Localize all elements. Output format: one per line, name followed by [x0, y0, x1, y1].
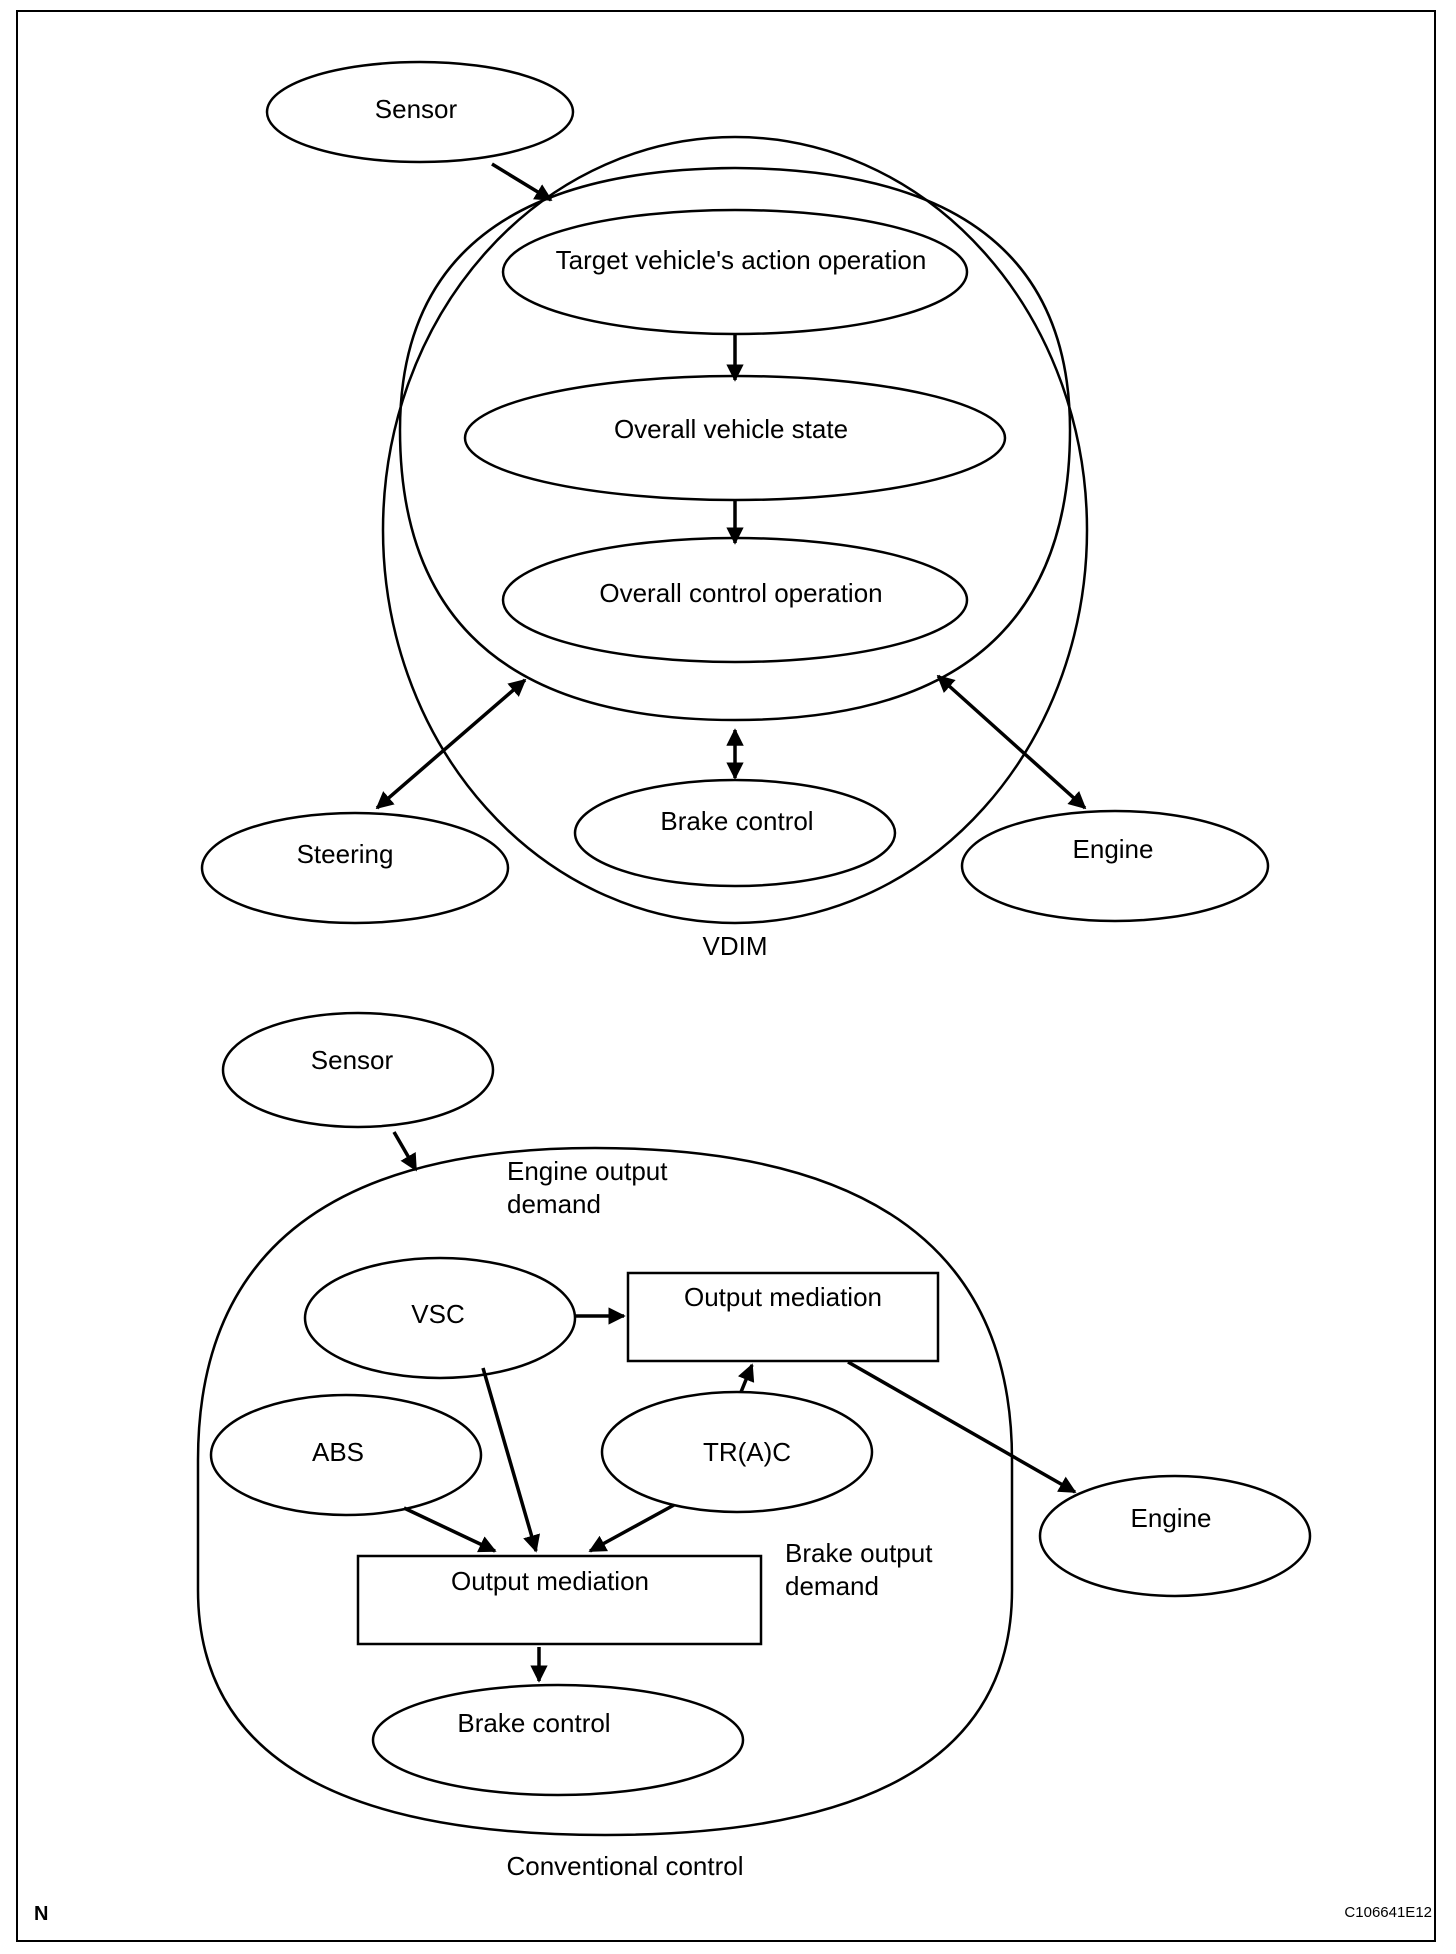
conv-abs-label: ABS: [312, 1437, 364, 1467]
vdim-sensor-label: Sensor: [375, 94, 458, 124]
conv-engine-node: [1038, 1474, 1312, 1598]
conv-vsc-node: [303, 1256, 577, 1380]
vdim-arrow-engine-bidirectional: [936, 674, 1087, 810]
conv-trac-label: TR(A)C: [703, 1437, 791, 1467]
conventional-boundary: [196, 1146, 1014, 1837]
vdim-arrow-steering-bidirectional: [375, 678, 527, 810]
output-mediation-brake-label: Output mediation: [451, 1566, 649, 1596]
vdim-arrow-sensor-in: [491, 162, 553, 202]
vdim-brake-control-node: [573, 778, 897, 888]
conv-arrow-trac-to-brake-mediation: [588, 1503, 675, 1553]
brake-output-demand-line2: demand: [785, 1571, 879, 1601]
conv-sensor-label: Sensor: [311, 1045, 394, 1075]
conv-arrow-trac-to-mediation: [737, 1363, 755, 1393]
output-mediation-engine-label: Output mediation: [684, 1282, 882, 1312]
conventional-section: Sensor Engine output demand VSC Output m…: [196, 1011, 1312, 1881]
figure-code: C106641E12: [1344, 1904, 1432, 1921]
vdim-steering-node: [200, 811, 510, 925]
vdim-overall-state-label: Overall vehicle state: [614, 414, 848, 444]
corner-mark: N: [34, 1903, 48, 1925]
conv-arrow-vsc-to-brake-mediation: [481, 1367, 541, 1553]
vdim-engine-label: Engine: [1073, 834, 1154, 864]
vdim-engine-node: [960, 809, 1270, 923]
vdim-target-action-label: Target vehicle's action operation: [556, 245, 927, 275]
vdim-section: Sensor Target vehicle's action operation…: [200, 60, 1270, 961]
conv-sensor-node: [221, 1011, 495, 1129]
brake-output-demand-line1: Brake output: [785, 1538, 933, 1568]
conv-engine-label: Engine: [1131, 1503, 1212, 1533]
output-mediation-engine-box: [626, 1271, 940, 1363]
conv-brake-control-label: Brake control: [457, 1708, 610, 1738]
vdim-outer-ellipse: [381, 135, 1089, 925]
conv-arrow-abs-to-brake-mediation: [403, 1506, 497, 1553]
vdim-caption: VDIM: [703, 931, 768, 961]
conv-brake-control-node: [371, 1683, 745, 1797]
output-mediation-brake-box: [356, 1554, 763, 1646]
vdim-sensor-node: [265, 60, 575, 164]
conv-arrow-sensor-in: [392, 1131, 418, 1172]
vdim-overall-control-label: Overall control operation: [599, 578, 882, 608]
conv-abs-node: [209, 1393, 483, 1517]
conv-trac-node: [600, 1390, 874, 1514]
conventional-caption: Conventional control: [506, 1851, 743, 1881]
conv-vsc-label: VSC: [411, 1299, 464, 1329]
engine-output-demand-line1: Engine output: [507, 1156, 668, 1186]
conv-arrow-mediation-to-engine: [847, 1360, 1077, 1494]
vdim-inner-ellipse: [398, 166, 1072, 722]
engine-output-demand-line2: demand: [507, 1189, 601, 1219]
vdim-brake-control-label: Brake control: [660, 806, 813, 836]
figure-frame: [16, 10, 1436, 1942]
vdim-steering-label: Steering: [297, 839, 394, 869]
